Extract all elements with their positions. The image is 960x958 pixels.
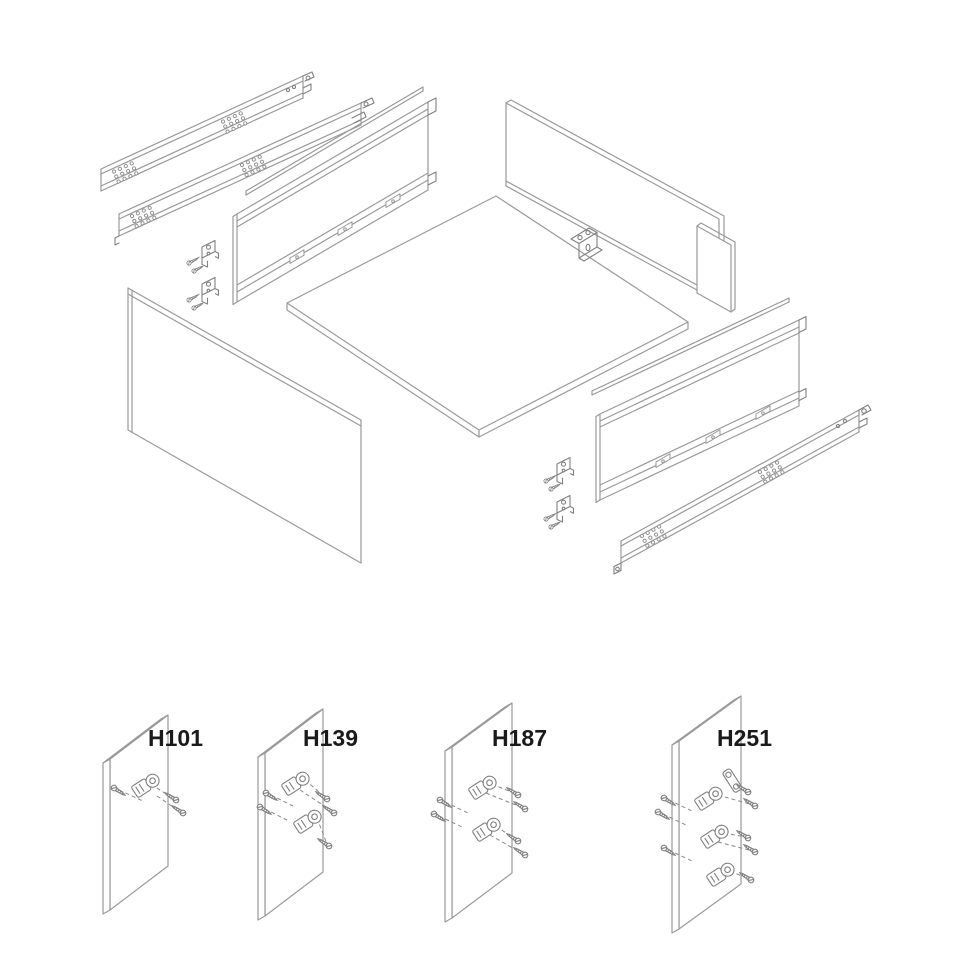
screw <box>542 512 557 523</box>
screw <box>320 802 339 818</box>
screw <box>190 264 205 275</box>
mounting-panel <box>671 695 742 934</box>
front-brackets-right <box>542 456 575 531</box>
detail-label-h101: H101 <box>148 725 203 751</box>
detail-label-h187: H187 <box>492 725 547 751</box>
cabinet-strip <box>696 222 736 313</box>
back-panel <box>505 99 725 303</box>
screw <box>542 474 557 485</box>
perforation-holes <box>111 160 139 185</box>
mounting-panel <box>102 714 169 915</box>
front-bracket <box>201 276 220 305</box>
screw <box>190 301 205 312</box>
screw <box>169 802 188 818</box>
detail-h251: H251 <box>653 695 772 934</box>
slide-rail-left-outer <box>100 71 315 192</box>
front-bracket <box>556 494 575 523</box>
exploded-assembly <box>100 71 872 575</box>
slide-rail-right <box>613 404 872 575</box>
screw <box>653 807 672 823</box>
drawer-side-left <box>232 97 437 306</box>
slide-rail-left-inner <box>114 97 375 246</box>
screw <box>511 798 530 814</box>
drawer-side-right <box>595 315 807 504</box>
front-brackets-left <box>185 239 220 312</box>
mounting-panel <box>444 702 513 923</box>
height-variant-details: H101 <box>102 695 772 934</box>
screw <box>511 844 530 860</box>
screw <box>547 482 562 493</box>
detail-label-h251: H251 <box>717 725 772 751</box>
detail-label-h139: H139 <box>303 725 358 751</box>
rear-fixing-bracket <box>570 227 603 262</box>
perforation-holes <box>220 110 248 135</box>
detail-h139: H139 <box>255 708 358 921</box>
detail-h187: H187 <box>429 702 547 923</box>
screw <box>741 841 760 857</box>
front-panel <box>127 287 362 564</box>
gallery-rod-left <box>245 86 424 196</box>
screw <box>429 809 448 825</box>
detail-h101: H101 <box>102 714 203 915</box>
gallery-rod-right <box>591 297 790 396</box>
screw <box>547 520 562 531</box>
screw <box>185 293 200 304</box>
drawer-bottom-panel <box>286 195 689 438</box>
front-bracket <box>556 456 575 485</box>
front-bracket <box>201 239 220 268</box>
screw <box>185 256 200 267</box>
